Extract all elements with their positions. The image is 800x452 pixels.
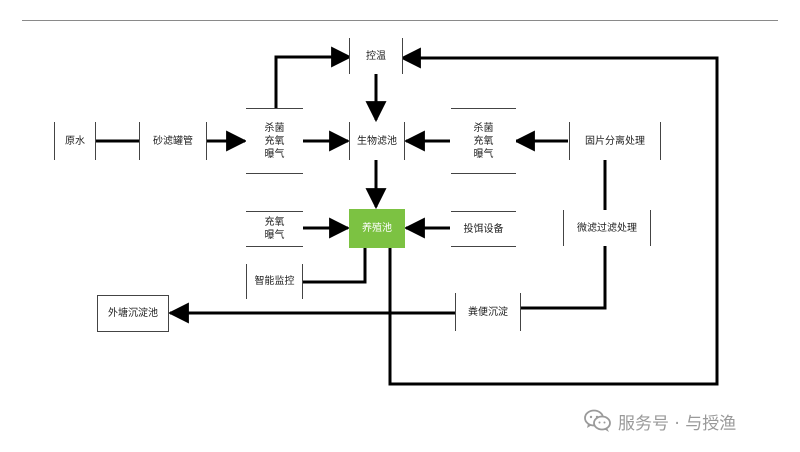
node-bio-filter: 生物滤池 <box>349 122 405 160</box>
wechat-icon <box>584 409 612 433</box>
edge-loop-to-temp <box>388 47 719 386</box>
node-external-pond: 外塘沉淀池 <box>97 295 169 332</box>
node-sterilize-aerate-left-label: 杀菌 充氧 曝气 <box>264 122 285 160</box>
node-smart-monitor-label: 智能监控 <box>254 276 295 287</box>
node-sterilize-aerate-left: 杀菌 充氧 曝气 <box>246 108 303 174</box>
node-temp-control: 控温 <box>349 38 403 74</box>
node-external-pond-label: 外塘沉淀池 <box>108 308 158 319</box>
node-aerate-oxygen-label: 充氧 曝气 <box>264 217 285 241</box>
node-aerate-oxygen: 充氧 曝气 <box>246 211 303 247</box>
node-sand-filter-label: 砂滤罐管 <box>153 135 193 147</box>
node-fecal-sediment-label: 粪便沉淀 <box>468 306 508 318</box>
node-sand-filter: 砂滤罐管 <box>139 122 207 160</box>
node-smart-monitor: 智能监控 <box>246 264 303 299</box>
node-bio-filter-label: 生物滤池 <box>357 135 397 147</box>
watermark: 服务号 · 与授渔 <box>584 406 736 436</box>
node-micro-treatment-label: 微滤过滤处理 <box>577 222 637 234</box>
node-sterilize-aerate-right: 杀菌 充氧 曝气 <box>451 108 516 174</box>
edge-sterilize-to-temp <box>274 46 353 108</box>
top-divider <box>22 20 778 21</box>
node-raw-water: 原水 <box>54 122 96 160</box>
node-raw-water-label: 原水 <box>65 135 85 147</box>
node-temp-control-label: 控温 <box>366 50 386 62</box>
node-breeding-pond: 养殖池 <box>349 209 405 248</box>
watermark-text: 服务号 · 与授渔 <box>618 413 737 434</box>
node-feeding-device: 投饵设备 <box>451 211 516 247</box>
node-fecal-sediment: 粪便沉淀 <box>455 293 521 331</box>
node-breeding-pond-label: 养殖池 <box>362 223 392 234</box>
edge-micro-to-fecal <box>521 246 607 310</box>
node-solid-separation: 固片分离处理 <box>569 122 661 160</box>
node-feeding-device-label: 投饵设备 <box>463 223 504 235</box>
node-sterilize-aerate-right-label: 杀菌 充氧 曝气 <box>473 122 494 160</box>
node-micro-treatment: 微滤过滤处理 <box>563 210 651 246</box>
edge-pond-to-monitor <box>303 248 367 284</box>
node-solid-separation-label: 固片分离处理 <box>585 135 645 147</box>
